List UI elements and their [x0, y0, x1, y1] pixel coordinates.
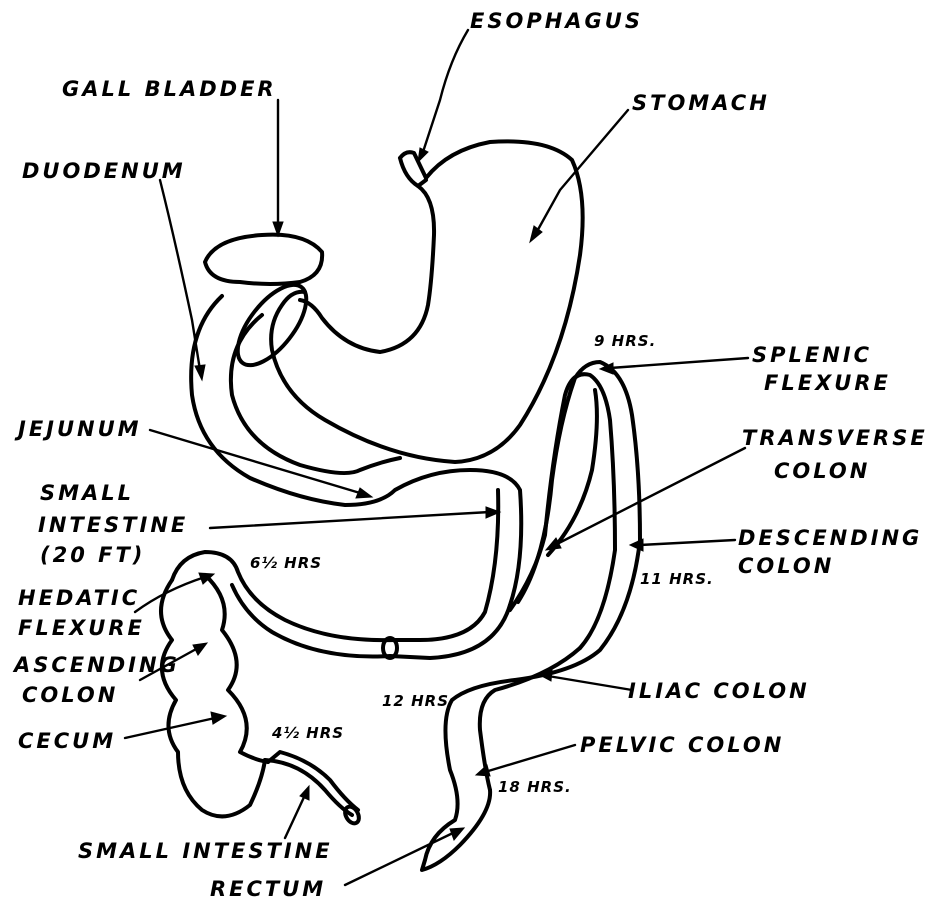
label-ascending-colon-line-1: ASCENDING — [12, 653, 180, 677]
time-18-hrs: 18 HRS. — [498, 778, 572, 796]
gall-bladder-shape — [205, 235, 322, 284]
pointer-small-intestine-bottom — [285, 795, 305, 838]
small-intestine-lower — [390, 605, 510, 658]
label-small-intestine-line-1: SMALL — [40, 481, 134, 505]
pointer-iliac-colon — [548, 676, 632, 690]
label-jejunum: JEJUNUM — [14, 417, 142, 441]
label-rectum: RECTUM — [210, 877, 326, 901]
pointer-rectum-tip — [450, 828, 464, 840]
pointer-cecum-tip — [211, 712, 226, 724]
pointer-esophagus-tip — [418, 148, 428, 162]
pointer-small-intestine-bottom-tip — [300, 786, 309, 800]
label-gall-bladder: GALL BLADDER — [62, 77, 277, 101]
time-6-half-hrs: 6½ HRS — [250, 554, 322, 572]
label-transverse-colon-line-2: COLON — [774, 459, 870, 483]
label-descending-colon-line-1: DESCENDING — [738, 526, 922, 550]
time-11-hrs: 11 HRS. — [640, 570, 714, 588]
label-duodenum: DUODENUM — [22, 159, 186, 183]
label-splenic-flexure-line-2: FLEXURE — [764, 371, 891, 395]
time-9-hrs: 9 HRS. — [594, 332, 656, 350]
time-12-hrs: 12 HRS — [382, 692, 449, 710]
hepatic-flexure-inner — [232, 585, 390, 657]
duodenum-inner-loop — [231, 315, 400, 473]
pointer-small-intestine — [210, 512, 490, 528]
label-small-intestine-line-3: (20 FT) — [40, 543, 145, 567]
label-hepatic-flexure-line-2: FLEXURE — [18, 616, 145, 640]
label-splenic-flexure-line-1: SPLENIC — [752, 343, 872, 367]
pointer-splenic-flexure — [610, 358, 748, 368]
label-cecum: CECUM — [18, 729, 116, 753]
small-intestine-terminal — [265, 752, 358, 815]
label-small-intestine-bottom: SMALL INTESTINE — [78, 839, 333, 863]
splenic-loop-inner — [548, 390, 597, 555]
pointer-descending-colon — [640, 540, 735, 545]
pointer-esophagus — [422, 30, 468, 155]
label-esophagus: ESOPHAGUS — [470, 9, 643, 33]
pointer-pelvic-colon-tip — [476, 765, 490, 776]
pointer-ascending-colon-tip — [193, 643, 207, 655]
pointer-jejunum-tip — [356, 488, 372, 498]
label-descending-colon-line-2: COLON — [738, 554, 834, 578]
label-iliac-colon: ILIAC COLON — [628, 679, 810, 703]
transverse-colon-inner — [515, 362, 640, 680]
label-stomach: STOMACH — [632, 91, 770, 115]
pointer-pelvic-colon — [485, 745, 575, 772]
pointer-stomach-tip — [530, 226, 542, 242]
pointer-rectum — [345, 832, 455, 885]
pointer-descending-colon-tip — [630, 539, 643, 551]
label-ascending-colon-line-2: COLON — [22, 683, 118, 707]
label-pelvic-colon: PELVIC COLON — [580, 733, 784, 757]
label-small-intestine-line-2: INTESTINE — [38, 513, 188, 537]
label-hepatic-flexure-line-1: HEDATIC — [18, 586, 140, 610]
time-4-half-hrs: 4½ HRS — [271, 724, 344, 742]
pointer-duodenum-tip — [195, 365, 205, 380]
label-transverse-colon-line-1: TRANSVERSE — [742, 426, 928, 450]
